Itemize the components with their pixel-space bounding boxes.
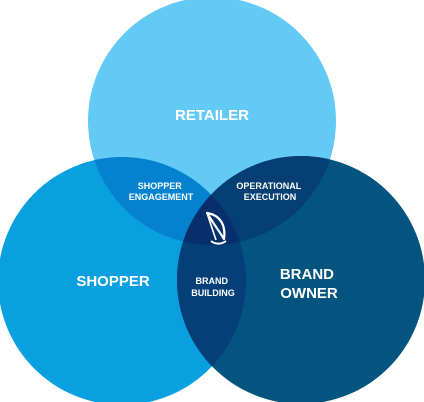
shopper-engagement-region: [88, 157, 246, 245]
shopper-label: SHOPPER: [76, 273, 150, 290]
sailboat-icon: [205, 211, 227, 245]
brand-owner-label: BRAND OWNER: [280, 266, 338, 302]
brand-building-label: BRAND BUILDING: [191, 276, 235, 298]
operational-execution-region: [177, 156, 336, 245]
retailer-label: RETAILER: [175, 107, 249, 124]
shopper-engagement-label: SHOPPER ENGAGEMENT: [129, 181, 194, 202]
operational-execution-label: OPERATIONAL EXECUTION: [236, 181, 303, 202]
